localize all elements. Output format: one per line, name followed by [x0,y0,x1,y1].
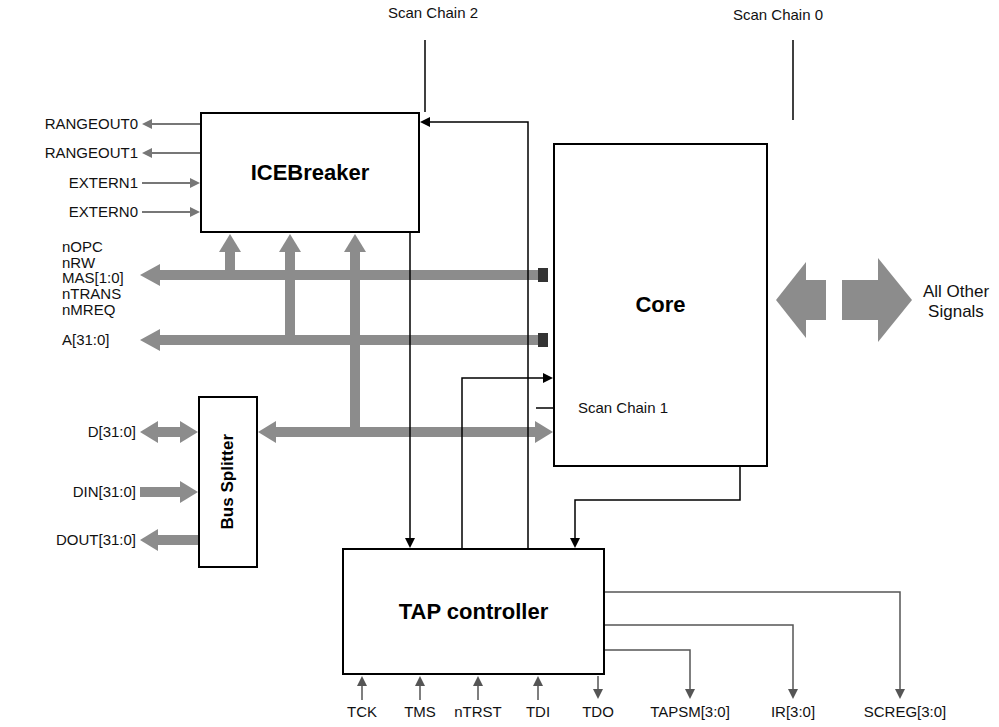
signal-label: D[31:0] [88,423,136,440]
arrow-head [570,538,580,548]
signal-label: nMREQ [62,301,115,318]
scan-chain-line [462,378,543,548]
signal-label: TDI [526,703,550,720]
signal-label: nOPC [62,238,103,255]
signal-label: IR[3:0] [771,703,815,720]
signal-label: RANGEOUT0 [45,115,138,132]
signal-label: All Other Signals [918,282,994,321]
core-box: Core [553,143,768,467]
signal-label: A[31:0] [62,331,110,348]
bus-splitter-box: Bus Splitter [198,396,258,568]
icebreaker-box: ICEBreaker [200,112,420,233]
node-label: Bus Splitter [218,434,238,529]
signal-label: Scan Chain 0 [733,6,823,23]
scan-chain-line [409,233,411,538]
signal-label: DIN[31:0] [73,483,136,500]
signal-label: SCREG[3:0] [864,703,947,720]
scan-chain-line [575,467,740,538]
signal-label: MAS[1:0] [62,269,124,286]
signal-label: EXTERN1 [69,174,138,191]
node-label: Core [635,292,685,318]
signal-label: TCK [347,703,377,720]
signal-label: TDO [582,703,614,720]
arrow-head [543,373,553,383]
arrow-head [535,421,553,443]
arrow-head [420,117,430,127]
tap-controller-box: TAP controller [342,548,605,675]
node-label: ICEBreaker [251,160,370,186]
signal-label: nRW [62,254,95,271]
data-bus [276,427,535,437]
signal-label: DOUT[31:0] [56,531,136,548]
tap-pin-heads [357,676,905,699]
signal-label: Scan Chain 1 [578,399,668,416]
arrow-head [405,538,415,548]
signal-label: EXTERN0 [69,203,138,220]
signal-label: RANGEOUT1 [45,144,138,161]
signal-heads [142,119,200,217]
signal-label: Scan Chain 2 [388,4,478,21]
scan-chain-line [430,122,528,548]
signal-label: TAPSM[3:0] [650,703,730,720]
signal-label: TMS [404,703,436,720]
node-label: TAP controller [399,599,549,625]
arrow-head [258,421,276,443]
signal-label: nTRST [454,703,502,720]
signal-lines [142,124,200,212]
signal-label: nTRANS [62,285,121,302]
